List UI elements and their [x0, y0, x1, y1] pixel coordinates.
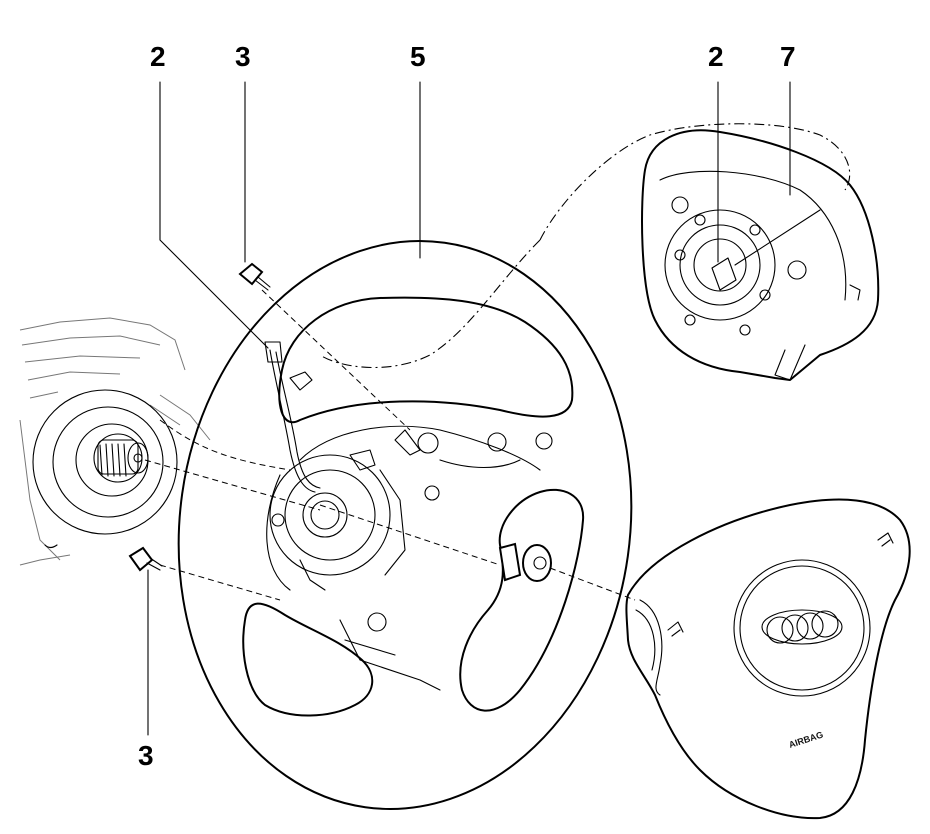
callout-labels: 2 3 5 2 7 3 [138, 41, 796, 771]
steering-column [19, 317, 211, 566]
airbag-unit-front: AIRBAG [625, 498, 911, 820]
audi-rings-logo [761, 609, 843, 645]
callout-5: 5 [410, 41, 426, 72]
leader-lines [147, 81, 821, 736]
steering-wheel [177, 240, 633, 810]
bolt-lower [128, 546, 163, 572]
callout-3-bottom: 3 [138, 740, 154, 771]
callout-3-top: 3 [235, 41, 251, 72]
callout-2-right: 2 [708, 41, 724, 72]
callout-2-left: 2 [150, 41, 166, 72]
airbag-unit-rear [641, 129, 880, 381]
bolt-upper [238, 262, 271, 291]
airbag-marking: AIRBAG [788, 729, 825, 749]
callout-7: 7 [780, 41, 796, 72]
assembly-lines [144, 123, 851, 601]
